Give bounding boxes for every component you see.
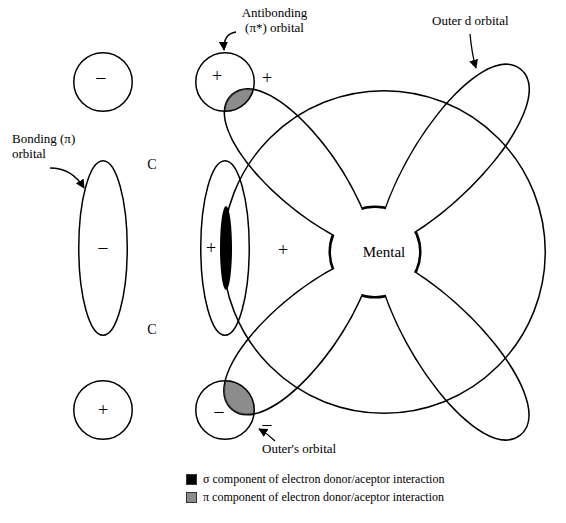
atom-label: C (147, 322, 156, 338)
node-text: − (95, 67, 106, 90)
legend: σ component of electron donor/aceptor in… (186, 470, 444, 506)
phase-sign: + (262, 68, 272, 89)
shape-outline (196, 381, 255, 440)
legend-text: π component of electron donor/aceptor in… (203, 490, 444, 505)
node-text: − (97, 237, 108, 260)
shape-outline (79, 161, 128, 336)
orbital-label: Outer's orbital (262, 442, 336, 457)
d-orbital-fill (206, 47, 548, 457)
node-text: Mental (363, 244, 406, 261)
shape-outline (74, 53, 133, 112)
node-text: + (206, 238, 216, 259)
node-text: + (212, 66, 222, 87)
shape-outline (74, 381, 133, 440)
legend-text: σ component of electron donor/aceptor in… (203, 472, 444, 487)
node-text: + (98, 400, 108, 421)
metal-orbital: Mental (222, 90, 546, 414)
legend-swatch (186, 492, 197, 503)
atom-label: C (147, 157, 156, 173)
legend-swatch (186, 474, 197, 485)
orbital-lobe: + (195, 52, 255, 112)
orbital-lobe: + (73, 380, 133, 440)
d-orbital-outline (206, 47, 548, 457)
orbital-lobe: − (78, 160, 128, 336)
legend-row: π component of electron donor/aceptor in… (186, 488, 444, 506)
shape-outline (195, 380, 255, 440)
orbital-label: Antibonding (π*) orbital (232, 6, 317, 36)
orbital-lobe: − (195, 380, 255, 440)
shape-outline (196, 53, 255, 112)
phase-sign: − (261, 414, 272, 437)
shape-outline (201, 161, 250, 336)
phase-sign: + (278, 240, 288, 261)
shape-outline (195, 52, 255, 112)
shape-outline (223, 91, 546, 414)
orbital-lobe: + (200, 160, 250, 336)
orbital-lobe: − (73, 52, 133, 112)
legend-row: σ component of electron donor/aceptor in… (186, 470, 444, 488)
orbital-label: Bonding (π) orbital (12, 132, 84, 162)
node-text: − (213, 401, 224, 424)
orbital-label: Outer d orbital (432, 14, 509, 29)
